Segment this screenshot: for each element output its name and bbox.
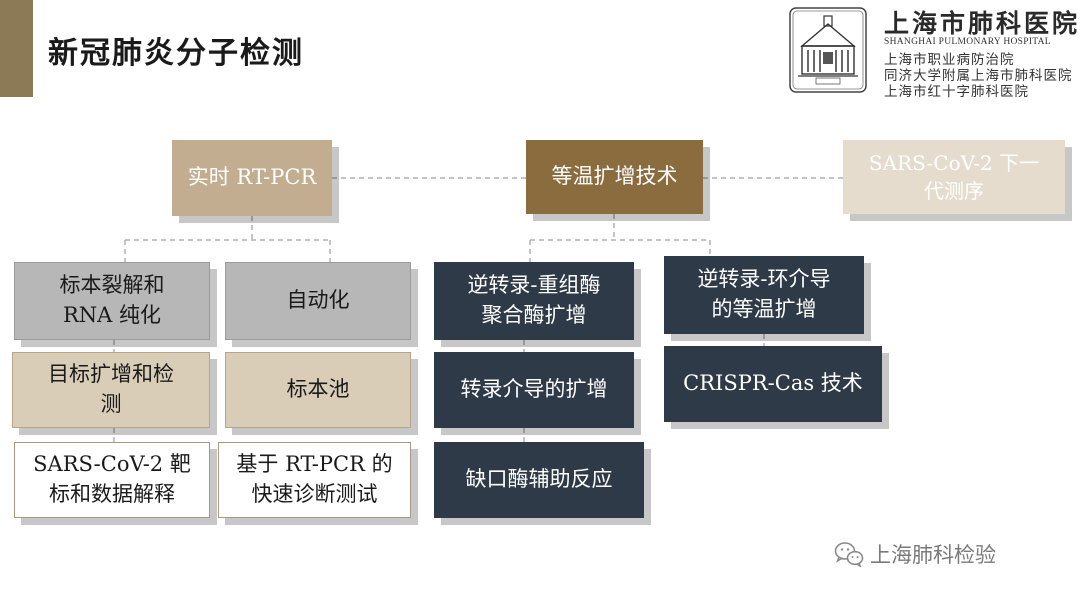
rtpcr-box-automation: 自动化 — [225, 262, 411, 340]
rtpcr-box-automation-label: 自动化 — [286, 288, 350, 313]
nextgen-header-line1: SARS-CoV-2 下一 — [868, 150, 1040, 175]
iso-box-rt-lamp-line1: 逆转录-环介导 — [697, 267, 831, 292]
rtpcr-box-amplification-line1: 目标扩增和检 — [48, 362, 174, 387]
iso-box-rt-rpa-line2: 聚合酶扩增 — [481, 303, 587, 327]
iso-box-near: 缺口酶辅助反应 — [434, 442, 644, 518]
hospital-line-2: 上海市职业病防治院 — [884, 52, 1015, 68]
rtpcr-header: 实时 RT-PCR — [172, 140, 332, 216]
accent-bar — [0, 0, 33, 97]
page-title: 新冠肺炎分子检测 — [48, 36, 304, 71]
iso-box-tma: 转录介导的扩增 — [434, 352, 634, 428]
rtpcr-box-amplification: 目标扩增和检 测 — [12, 352, 210, 428]
isothermal-header-label: 等温扩增技术 — [551, 164, 678, 189]
iso-box-rt-rpa-line1: 逆转录-重组酶 — [467, 273, 601, 298]
hospital-line-4: 上海市红十字肺科医院 — [884, 84, 1029, 100]
iso-box-rt-lamp-line2: 的等温扩增 — [711, 297, 817, 321]
rtpcr-box-lysis-line1: 标本裂解和 — [59, 273, 165, 298]
rtpcr-box-pooling-label: 标本池 — [286, 377, 350, 402]
rtpcr-header-label: 实时 RT-PCR — [187, 165, 317, 190]
iso-box-tma-label: 转录介导的扩增 — [460, 377, 608, 402]
nextgen-header-line2: 代测序 — [924, 179, 984, 203]
iso-box-rt-lamp: 逆转录-环介导 的等温扩增 — [664, 256, 864, 334]
hospital-line-3: 同济大学附属上海市肺科医院 — [884, 68, 1073, 84]
rtpcr-box-target-line1: SARS-CoV-2 靶 — [33, 452, 191, 477]
rtpcr-box-target-interpretation: SARS-CoV-2 靶 标和数据解释 — [14, 442, 210, 518]
wechat-icon — [834, 542, 864, 567]
rtpcr-box-rapid-line1: 基于 RT-PCR 的 — [236, 452, 393, 477]
iso-box-near-label: 缺口酶辅助反应 — [465, 467, 613, 492]
iso-box-rt-rpa: 逆转录-重组酶 聚合酶扩增 — [434, 262, 634, 340]
hospital-name-en: SHANGHAI PULMONARY HOSPITAL — [884, 37, 1051, 47]
nextgen-sequencing-header: SARS-CoV-2 下一 代测序 — [843, 140, 1065, 214]
rtpcr-box-rapid-line2: 快速诊断测试 — [251, 482, 378, 506]
rtpcr-box-target-line2: 标和数据解释 — [48, 482, 175, 506]
rtpcr-box-lysis: 标本裂解和 RNA 纯化 — [14, 262, 210, 340]
isothermal-header: 等温扩增技术 — [526, 140, 703, 214]
iso-box-crispr-label: CRISPR-Cas 技术 — [683, 371, 863, 396]
rtpcr-box-rapid-test: 基于 RT-PCR 的 快速诊断测试 — [218, 442, 411, 518]
rtpcr-box-amplification-line2: 测 — [100, 392, 122, 416]
hospital-name-cn: 上海市肺科医院 — [884, 9, 1080, 38]
hospital-logo-icon — [789, 7, 867, 93]
rtpcr-box-pooling: 标本池 — [225, 352, 411, 428]
iso-box-crispr: CRISPR-Cas 技术 — [664, 346, 882, 422]
watermark-text: 上海肺科检验 — [870, 543, 996, 567]
rtpcr-box-lysis-line2: RNA 纯化 — [62, 303, 162, 327]
watermark: 上海肺科检验 — [834, 539, 996, 569]
